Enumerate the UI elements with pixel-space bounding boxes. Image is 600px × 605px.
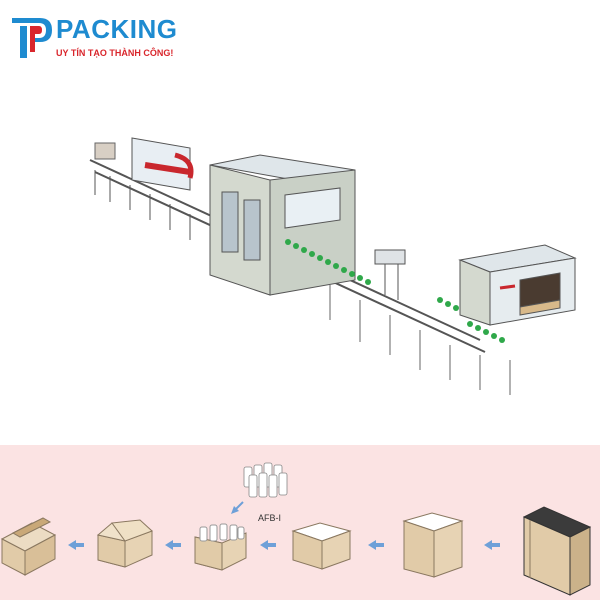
brand-tagline: UY TÍN TẠO THÀNH CÔNG! (56, 48, 174, 58)
left-arrow-icon (68, 540, 500, 550)
process-diagram: AFB-I (0, 462, 592, 596)
bottle-cluster-icon (243, 462, 288, 498)
open-box-icon (291, 522, 352, 570)
box-with-bottles-icon (194, 523, 247, 571)
product-label: AFB-I (258, 513, 281, 523)
closing-box-icon (96, 519, 153, 568)
process-strip: AFB-I (0, 445, 600, 600)
brand-name: PACKING (56, 14, 178, 44)
flat-carton-icon (522, 506, 592, 596)
p-logo-icon (12, 18, 52, 58)
erected-box-icon (402, 512, 464, 578)
sealed-box-icon (0, 517, 57, 576)
packing-line-machine-icon (89, 137, 577, 395)
brand-logo: PACKING UY TÍN TẠO THÀNH CÔNG! (10, 14, 200, 74)
